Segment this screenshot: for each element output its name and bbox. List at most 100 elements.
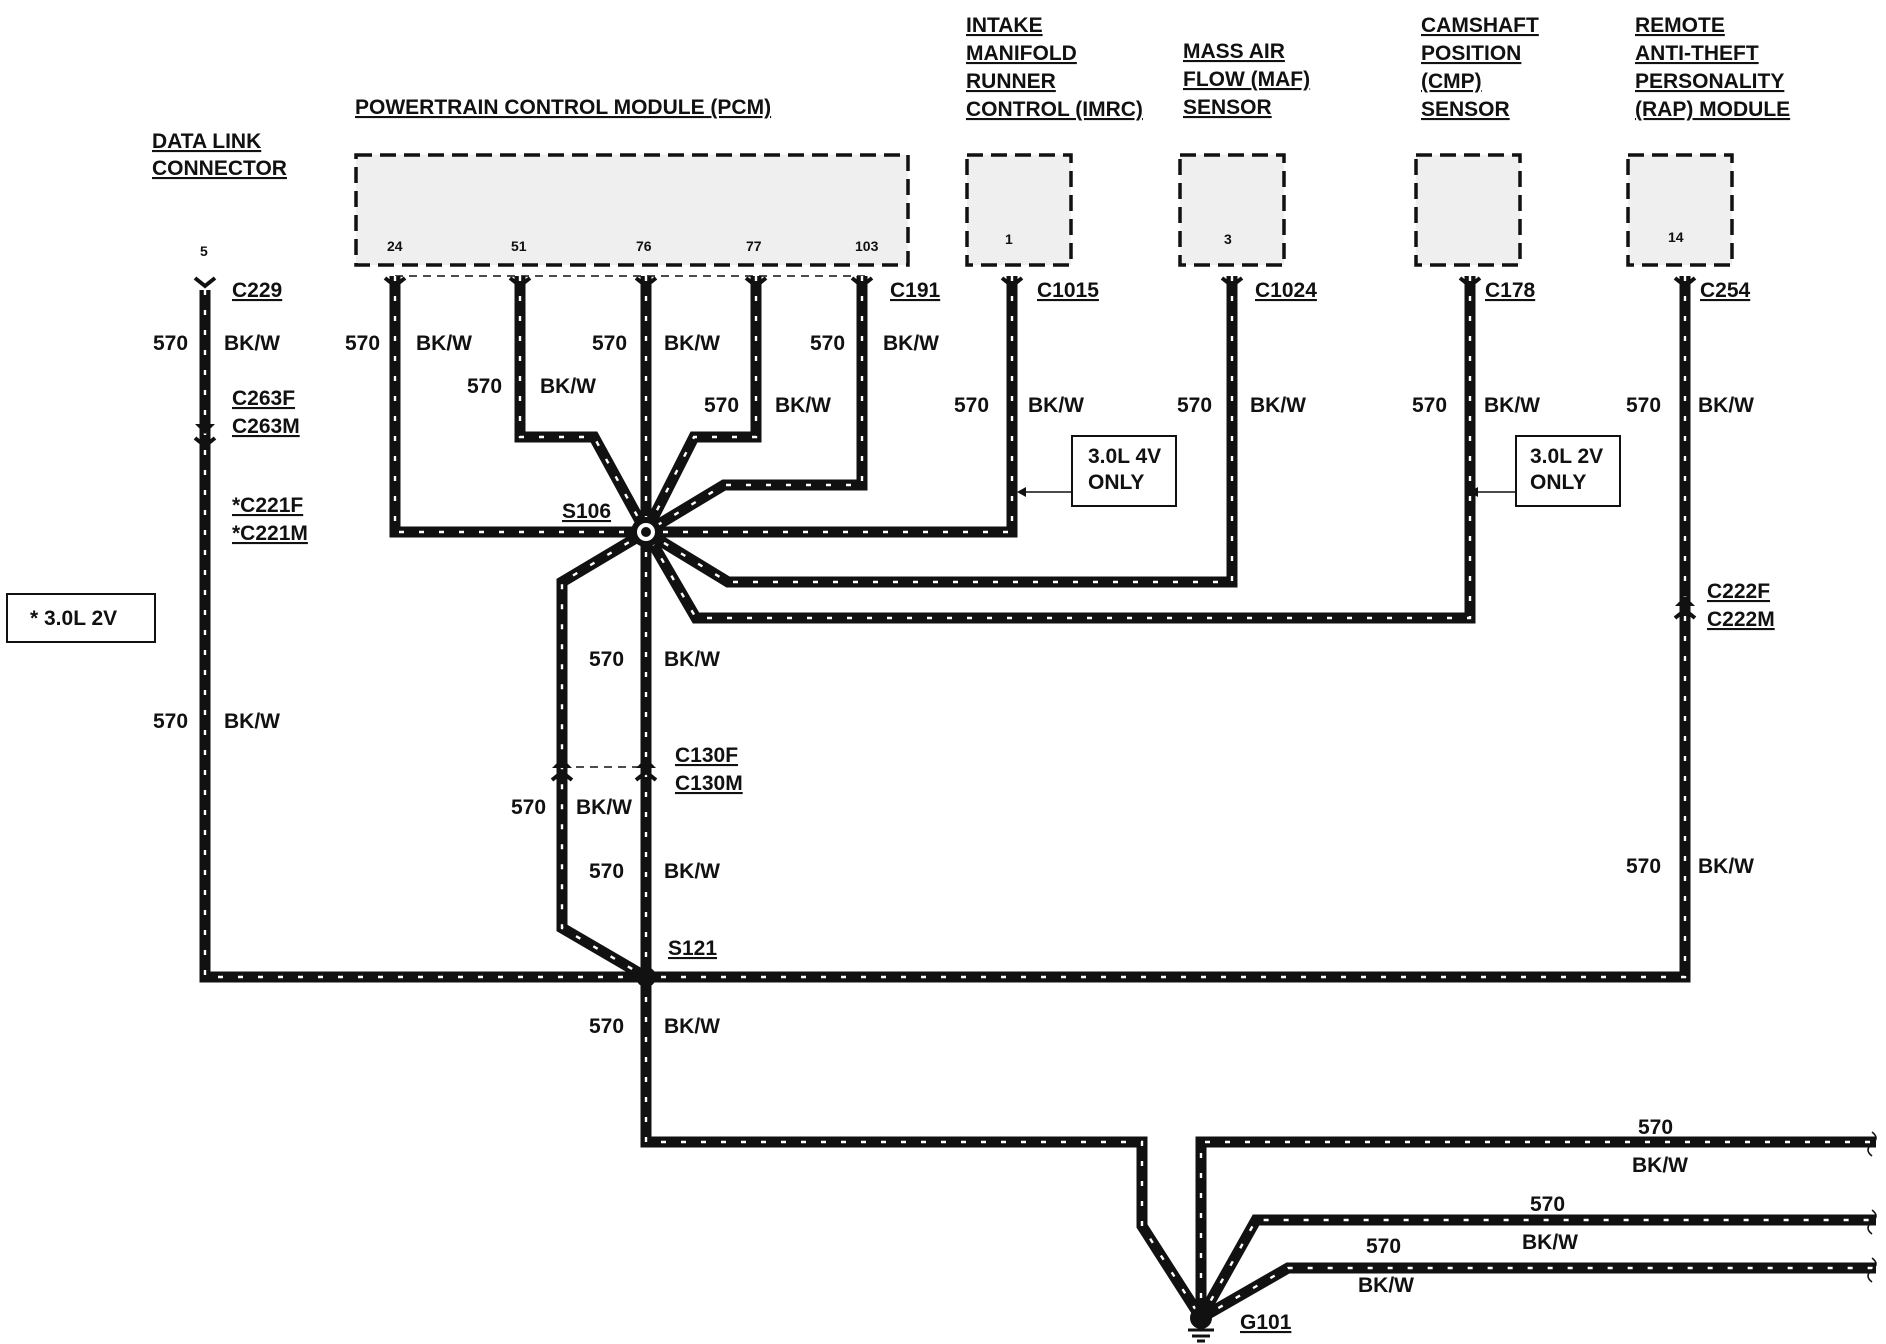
cmp-note-arrowhead xyxy=(1469,487,1478,497)
terminal-c178 xyxy=(1458,276,1482,289)
legend-box xyxy=(6,593,156,643)
maf-box xyxy=(1178,153,1286,267)
terminal-c229 xyxy=(193,276,217,289)
terminal-pcm103 xyxy=(850,276,874,289)
cmp-note-box xyxy=(1515,435,1621,507)
imrc-note-line1: 3.0L 4V xyxy=(1088,445,1161,468)
wire-color: BK/W xyxy=(540,375,596,398)
dlc-pin: 5 xyxy=(200,243,208,259)
connector-c191: C191 xyxy=(890,279,941,302)
wire-pcm103 xyxy=(643,276,868,537)
splice-s121-label: S121 xyxy=(668,937,717,960)
connector-c221f: *C221F xyxy=(232,494,303,517)
wire-pcm51 xyxy=(514,276,651,535)
circuit-number: 570 xyxy=(589,648,624,671)
wire-s121-ground xyxy=(640,977,1206,1321)
wire-s106-left xyxy=(556,527,649,982)
connector-c130-arrow-right xyxy=(636,758,656,768)
maf-title-line1: MASS AIR xyxy=(1183,40,1285,63)
connector-c263m: C263M xyxy=(232,415,300,438)
cmp-title-line4: SENSOR xyxy=(1421,98,1510,121)
wire-color: BK/W xyxy=(664,1015,720,1038)
circuit-number: 570 xyxy=(589,1015,624,1038)
connector-c263-arrow xyxy=(195,424,215,434)
rap-title-line3: PERSONALITY xyxy=(1635,70,1784,93)
circuit-number: 570 xyxy=(345,332,380,355)
circuit-number: 570 xyxy=(1412,394,1447,417)
circuit-number: 570 xyxy=(1366,1235,1401,1258)
maf-pin: 3 xyxy=(1224,231,1232,247)
imrc-title-line1: INTAKE xyxy=(966,14,1043,37)
circuit-number: 570 xyxy=(153,710,188,733)
connector-c1024: C1024 xyxy=(1255,279,1317,302)
wire-pcm77 xyxy=(641,276,762,535)
imrc-title-line2: MANIFOLD xyxy=(966,42,1077,65)
connector-c263f: C263F xyxy=(232,387,295,410)
wire-imrc xyxy=(646,276,1018,538)
imrc-pin: 1 xyxy=(1005,231,1013,247)
circuit-number: 570 xyxy=(1626,855,1661,878)
wire-pcm24 xyxy=(389,276,646,538)
wire-harness xyxy=(199,276,1876,1323)
pcm-pin-24: 24 xyxy=(387,238,403,254)
pcm-pin-103: 103 xyxy=(855,238,879,254)
wire-color: BK/W xyxy=(224,710,280,733)
wire-ground-out2 xyxy=(1196,1214,1876,1321)
connector-c221m: *C221M xyxy=(232,522,308,545)
wire-color: BK/W xyxy=(1522,1231,1578,1254)
imrc-box xyxy=(965,153,1073,267)
ground-g101-label: G101 xyxy=(1240,1311,1292,1334)
wire-dlc-to-s121 xyxy=(199,290,646,983)
rap-title-line2: ANTI-THEFT xyxy=(1635,42,1759,65)
wire-color: BK/W xyxy=(664,648,720,671)
circuit-number: 570 xyxy=(592,332,627,355)
wire-color: BK/W xyxy=(883,332,939,355)
wire-rap xyxy=(646,276,1691,983)
circuit-number: 570 xyxy=(1638,1116,1673,1139)
connector-c130-mate-right xyxy=(634,769,658,782)
circuit-number: 570 xyxy=(511,796,546,819)
circuit-number: 570 xyxy=(954,394,989,417)
connector-c1015: C1015 xyxy=(1037,279,1099,302)
imrc-note-line2: ONLY xyxy=(1088,471,1144,494)
wire-color: BK/W xyxy=(1698,855,1754,878)
dlc-title-line1: DATA LINK xyxy=(152,130,261,153)
continuation-marks xyxy=(1867,1131,1877,1283)
cmp-title-line2: POSITION xyxy=(1421,42,1521,65)
ground-g101-symbol xyxy=(1188,1307,1214,1343)
wire-color: BK/W xyxy=(1250,394,1306,417)
terminal-c254 xyxy=(1673,276,1697,289)
connector-c263-mate xyxy=(193,436,217,449)
pcm-pin-76: 76 xyxy=(636,238,652,254)
rap-box xyxy=(1626,153,1734,267)
wire-color: BK/W xyxy=(1484,394,1540,417)
circuit-number: 570 xyxy=(589,860,624,883)
wire-ground-out3 xyxy=(1198,1262,1876,1323)
legend-text: * 3.0L 2V xyxy=(30,607,117,630)
pcm-pin-51: 51 xyxy=(511,238,527,254)
circuit-number: 570 xyxy=(1626,394,1661,417)
cmp-title-line3: (CMP) xyxy=(1421,70,1482,93)
cmp-title-line1: CAMSHAFT xyxy=(1421,14,1539,37)
imrc-note-box xyxy=(1071,435,1177,507)
connector-c222-mate xyxy=(1673,607,1697,620)
cmp-note-line1: 3.0L 2V xyxy=(1530,445,1603,468)
wire-color: BK/W xyxy=(775,394,831,417)
dlc-title-line2: CONNECTOR xyxy=(152,157,287,180)
wire-cmp xyxy=(641,276,1476,624)
terminal-pcm76 xyxy=(634,276,658,289)
connector-c178: C178 xyxy=(1485,279,1536,302)
rap-title-line1: REMOTE xyxy=(1635,14,1725,37)
cmp-note-line2: ONLY xyxy=(1530,471,1586,494)
terminal-pcm77 xyxy=(744,276,768,289)
wire-color: BK/W xyxy=(1358,1274,1414,1297)
splice-s106-core xyxy=(641,527,651,537)
wire-color: BK/W xyxy=(224,332,280,355)
maf-title-line3: SENSOR xyxy=(1183,96,1272,119)
imrc-title-line3: RUNNER xyxy=(966,70,1056,93)
pcm-title: POWERTRAIN CONTROL MODULE (PCM) xyxy=(355,96,771,119)
circuit-number: 570 xyxy=(153,332,188,355)
rap-pin: 14 xyxy=(1668,229,1684,245)
wire-color: BK/W xyxy=(416,332,472,355)
circuit-number: 570 xyxy=(704,394,739,417)
